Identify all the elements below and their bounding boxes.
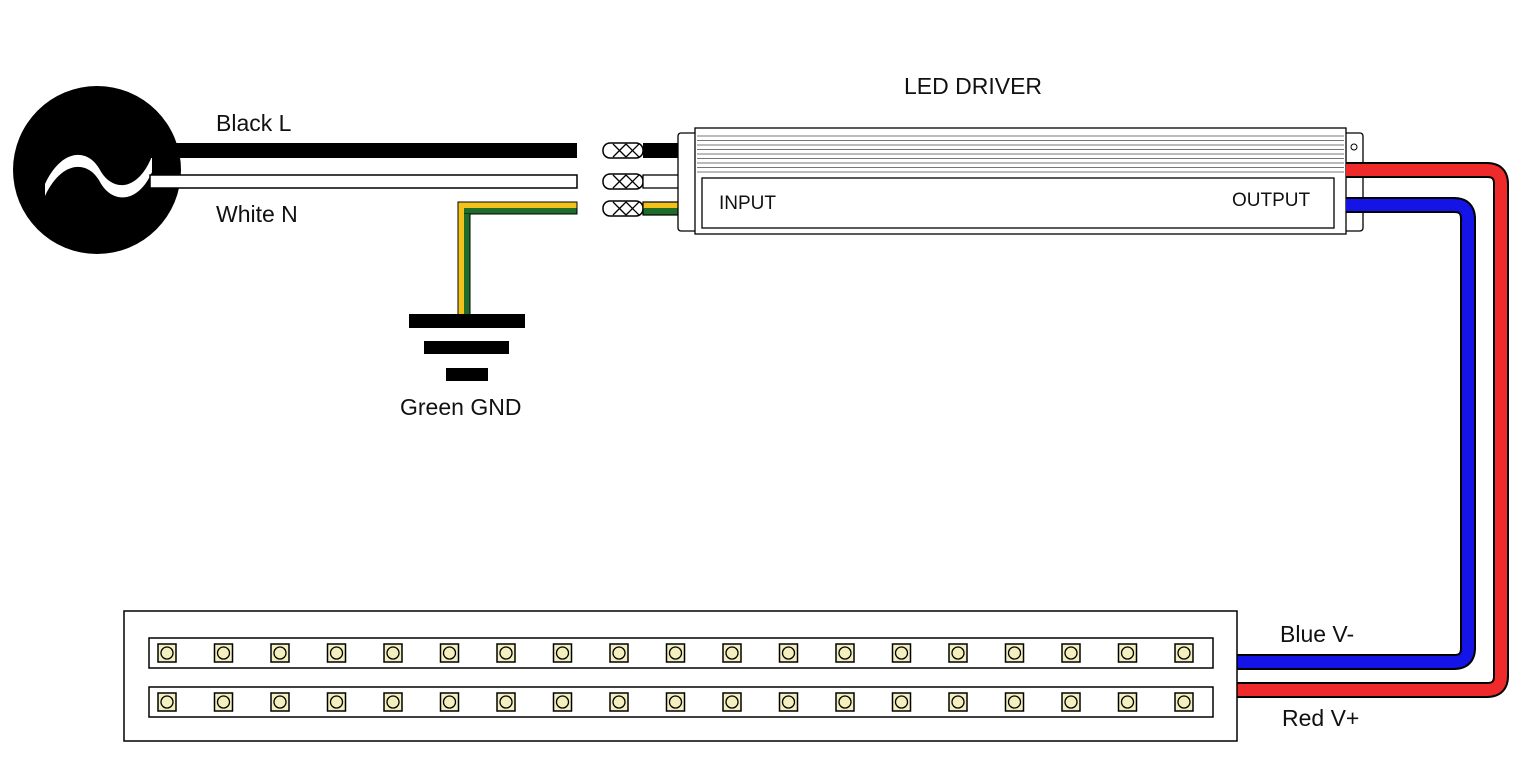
ground-label: Green GND: [400, 394, 522, 420]
led-emitter: [1174, 643, 1194, 663]
led-emitter: [722, 692, 742, 712]
led-emitter: [383, 643, 403, 663]
led-emitter: [1061, 692, 1081, 712]
led-emitter: [270, 692, 290, 712]
output-label: OUTPUT: [1232, 190, 1311, 211]
led-emitter: [609, 692, 629, 712]
led-emitter: [1117, 692, 1138, 712]
led-emitter: [326, 643, 347, 663]
led-emitter: [722, 643, 742, 663]
driver-title: LED DRIVER: [904, 73, 1043, 99]
white-wire-label: White N: [216, 201, 298, 227]
output-wires: [1237, 162, 1509, 698]
white-wire: [149, 174, 578, 189]
led-emitter: [778, 692, 799, 712]
led-emitter: [383, 692, 403, 712]
led-emitter: [1117, 643, 1138, 663]
led-emitter: [665, 692, 686, 712]
led-emitter: [665, 643, 686, 663]
ground-symbol-icon: [409, 314, 525, 381]
led-strip: [123, 610, 1238, 742]
blue-wire: [1237, 197, 1476, 670]
led-emitter: [1174, 692, 1194, 712]
led-emitter: [1061, 643, 1081, 663]
led-emitter: [496, 643, 516, 663]
led-emitter: [835, 643, 855, 663]
led-driver: [677, 127, 1364, 235]
input-label: INPUT: [719, 193, 776, 214]
lead-ground: [602, 200, 696, 217]
led-emitter: [496, 692, 516, 712]
led-emitter: [835, 692, 855, 712]
led-emitter: [157, 643, 177, 663]
led-emitter: [439, 692, 460, 712]
led-emitter: [891, 643, 912, 663]
led-emitter: [552, 692, 573, 712]
led-emitter: [270, 643, 290, 663]
red-wire-label: Red V+: [1282, 705, 1360, 731]
black-wire: [150, 143, 577, 158]
led-emitter: [609, 643, 629, 663]
led-emitter: [948, 692, 968, 712]
led-emitter: [213, 692, 234, 712]
driver-label-panel: [701, 177, 1335, 229]
led-emitter: [948, 643, 968, 663]
led-emitter: [1004, 692, 1025, 712]
led-emitter: [891, 692, 912, 712]
led-emitter: [439, 643, 460, 663]
led-emitter: [552, 643, 573, 663]
input-wires: [149, 143, 578, 316]
led-emitter: [157, 692, 177, 712]
ac-source-icon: [13, 86, 181, 254]
led-emitter: [213, 643, 234, 663]
led-emitter: [1004, 643, 1025, 663]
black-wire-label: Black L: [216, 110, 292, 136]
blue-wire-label: Blue V-: [1280, 621, 1355, 647]
led-emitter: [778, 643, 799, 663]
led-emitter: [326, 692, 347, 712]
